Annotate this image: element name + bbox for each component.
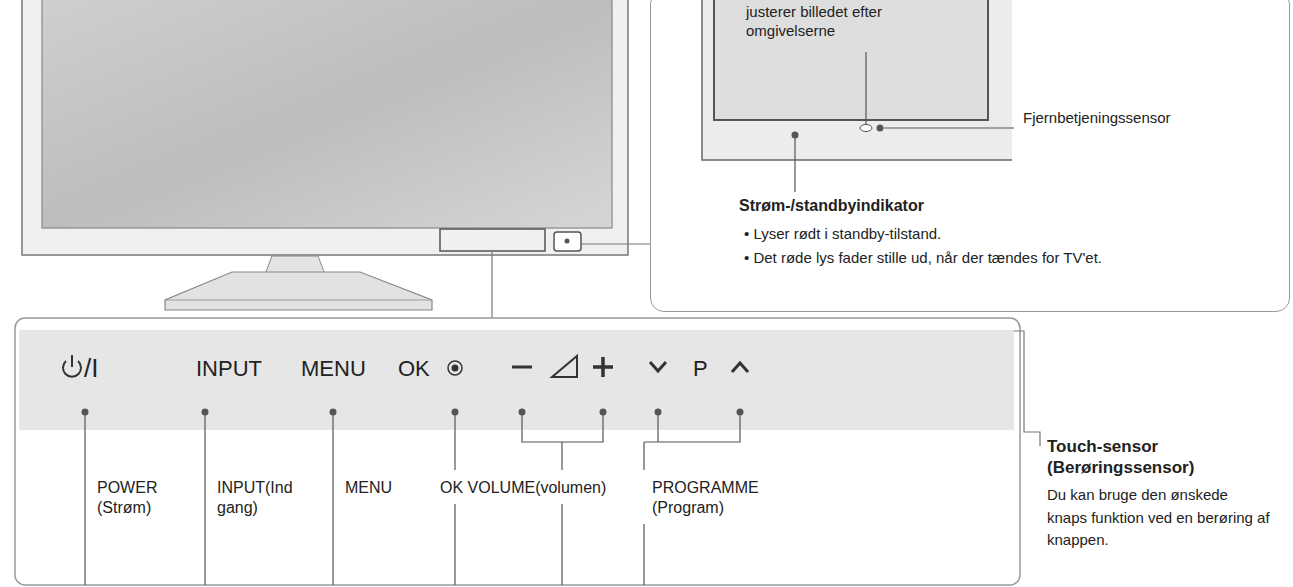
callout-text: justerer billedet efter omgivelserne [746,3,926,41]
button-label: /I [84,352,98,385]
callout-text: Fjernbetjeningssensor [1023,109,1171,128]
callout-text: • Lyser rødt i standby-tilstand. [744,225,941,244]
button-label: OK [398,355,430,383]
touch-panel: /I INPUT MENU OK P [19,330,1014,430]
part-label: PROGRAMME (Program) [652,478,767,518]
callout-text: • Det røde lys fader stille ud, når der … [744,249,1102,268]
part-label: INPUT(Ind gang) [217,478,305,518]
part-label: OK VOLUME(volumen) [440,478,606,498]
button-label: P [693,355,708,383]
touch-sensor-note: Du kan bruge den ønskede knaps funktion … [1047,484,1272,552]
button-label: MENU [301,355,366,383]
button-label: INPUT [196,355,262,383]
part-label: MENU [345,478,392,498]
callout-box: justerer billedet efter omgivelserneFjer… [650,0,1290,312]
part-label: POWER (Strøm) [97,478,177,518]
touch-sensor-note: Touch-sensor (Berøringssensor) [1047,436,1207,479]
callout-text: Strøm-/standbyindikator [739,196,924,216]
